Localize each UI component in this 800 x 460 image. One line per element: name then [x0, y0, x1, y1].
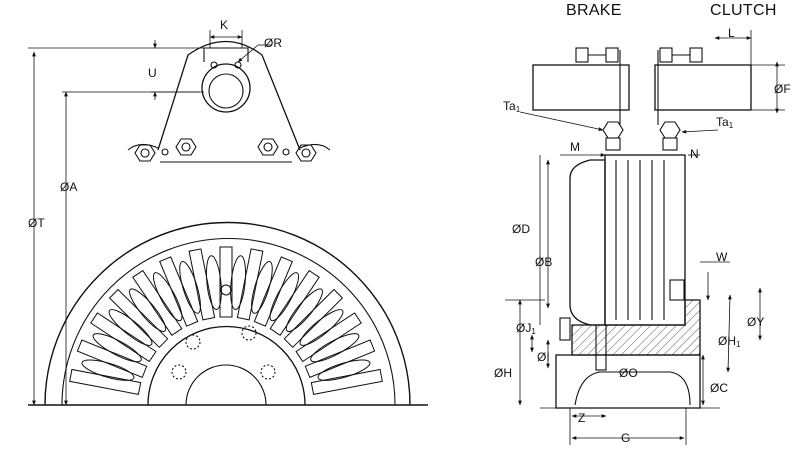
rib-window — [299, 309, 344, 346]
inner-housing-arc — [61, 238, 396, 406]
bolt-row — [134, 138, 317, 162]
rib-window — [92, 333, 142, 363]
brake-shaft — [532, 64, 630, 111]
rib-window — [310, 333, 360, 363]
cooling-rib — [269, 269, 320, 336]
dim-label-c: ØC — [710, 381, 728, 395]
rib-window — [108, 309, 153, 346]
cooling-rib — [90, 312, 157, 363]
front-view — [28, 40, 428, 406]
dim-label-h1: ØH1 — [718, 334, 741, 349]
bracket-bore-outer — [201, 63, 251, 113]
dim-label-m: M — [570, 140, 580, 154]
air-fittings — [602, 121, 681, 151]
dim-label-h: ØH — [494, 366, 512, 380]
hub-section — [571, 299, 701, 356]
hub-shaft — [595, 324, 607, 371]
cooling-rib — [253, 256, 293, 327]
rib-window — [205, 255, 222, 310]
dim-label-k: K — [220, 18, 229, 32]
cooling-rib — [69, 368, 142, 395]
brake-header: BRAKE — [566, 2, 622, 19]
bracket-slot — [203, 47, 249, 62]
mounting-bracket — [157, 40, 301, 151]
rib-window — [317, 359, 371, 381]
side-view-dimensions — [505, 30, 785, 445]
dim-label-t: ØT — [28, 216, 45, 230]
cooling-rib — [132, 269, 183, 336]
bracket-bore-inner — [208, 73, 244, 109]
dim-label-f: ØF — [774, 82, 791, 96]
dim-label-ta1-right: Ta1 — [716, 115, 734, 130]
dim-label-g: G — [621, 431, 631, 445]
rib-window — [230, 255, 247, 310]
rib-window — [179, 260, 201, 314]
cooling-rib — [295, 312, 362, 363]
center-hole — [220, 284, 232, 296]
hub-lugs — [171, 325, 276, 380]
dim-label-j1: ØJ1 — [516, 321, 536, 336]
dim-label-i: ØI — [537, 350, 550, 364]
cooling-rib — [304, 339, 376, 379]
cooling-ribs — [69, 246, 383, 395]
rib-window — [251, 260, 273, 314]
shaft-couplings — [575, 47, 703, 63]
rib-window — [129, 288, 167, 332]
rib-window — [285, 288, 323, 332]
dim-label-n: N — [690, 147, 699, 161]
dim-label-o: ØO — [619, 366, 638, 380]
cooling-rib — [159, 256, 199, 327]
rib-window — [269, 272, 300, 322]
cooling-rib — [188, 248, 216, 321]
side-section-view — [532, 47, 752, 409]
dim-label-b: ØB — [535, 255, 553, 269]
base-block — [555, 354, 701, 409]
dim-label-r: ØR — [264, 36, 282, 50]
dim-label-ta1-left: Ta1 — [503, 99, 521, 114]
cooling-rib — [76, 339, 148, 379]
clutch-shaft — [654, 64, 752, 111]
front-view-dimensions — [28, 30, 272, 406]
drum-outline — [569, 159, 606, 326]
dim-label-a: ØA — [60, 180, 78, 194]
hub-outer — [147, 325, 306, 406]
cooling-rib — [283, 288, 344, 349]
dim-label-u: U — [148, 66, 157, 80]
dim-label-l: L — [728, 26, 735, 40]
dim-label-w: W — [716, 250, 728, 264]
cooling-rib — [108, 288, 169, 349]
hub-bore — [185, 364, 267, 406]
dim-label-z: Z — [578, 411, 586, 425]
cooling-rib — [310, 368, 383, 395]
dim-label-d: ØD — [512, 222, 530, 236]
dim-label-y: ØY — [747, 315, 765, 329]
rib-window — [81, 359, 135, 381]
rib-window — [152, 272, 183, 322]
drum-grooves — [615, 160, 665, 320]
cooling-rib — [219, 246, 233, 318]
cooling-rib — [236, 248, 264, 321]
clutch-header: CLUTCH — [710, 2, 777, 19]
